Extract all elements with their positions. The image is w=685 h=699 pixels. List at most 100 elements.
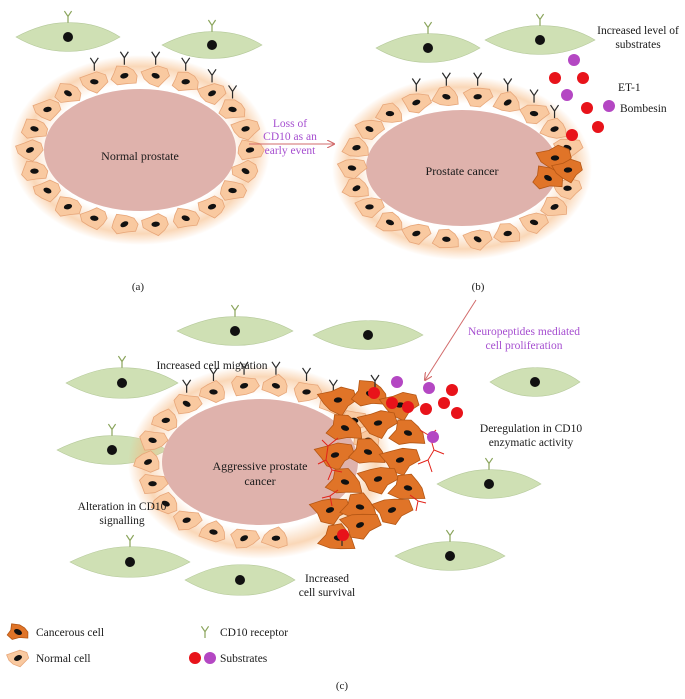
overlay-layer — [6, 54, 615, 668]
legend-substrates-label: Substrates — [220, 653, 268, 665]
cancerous-cell — [388, 419, 426, 445]
cancerous-cell — [324, 468, 363, 494]
cd10-receptor-icon — [63, 10, 73, 23]
normal-cell — [336, 158, 368, 180]
cd10-receptor-stem — [411, 78, 421, 92]
substrates-note-line-2: substrates — [615, 39, 661, 51]
cd10-receptor-stem — [181, 57, 191, 71]
cd10-receptor-icon — [445, 529, 455, 542]
nucleus — [14, 655, 22, 661]
cd10-receptor-stem — [89, 57, 99, 71]
nucleus — [151, 72, 160, 79]
blood-vessel — [321, 489, 339, 507]
nucleus — [208, 90, 216, 97]
cd10-receptor-stem — [535, 13, 545, 26]
caption-b: (b) — [472, 281, 485, 293]
nucleus — [90, 79, 99, 85]
cd10-receptor-icon — [182, 379, 192, 393]
migration-label: Increased cell migration — [156, 360, 267, 372]
cd10-receptor-stem — [239, 361, 249, 375]
legend-cancerous-cell-label: Cancerous cell — [36, 627, 104, 639]
nucleus — [550, 126, 559, 132]
stromal-nucleus — [63, 32, 73, 42]
cancerous-cell — [316, 386, 358, 417]
nucleus — [563, 185, 572, 191]
normal-cell — [354, 197, 385, 219]
normal-cell — [518, 212, 549, 234]
cd10-receptor-icon — [271, 361, 281, 375]
caption-c: (c) — [336, 680, 349, 692]
et1-substrate — [438, 397, 450, 409]
nucleus — [239, 382, 249, 389]
nucleus — [43, 187, 52, 194]
cd10-receptor-icon — [228, 85, 238, 99]
stromal-cell — [484, 13, 596, 55]
stromal-cell — [69, 534, 191, 578]
et1-substrate — [386, 397, 398, 409]
nucleus — [120, 72, 129, 79]
nucleus — [412, 99, 421, 106]
cd10-receptor-icon — [370, 374, 380, 388]
cancerous-cell — [338, 513, 382, 540]
et1-substrate — [549, 72, 561, 84]
normal-cell — [32, 179, 61, 203]
normal-cell — [237, 139, 265, 161]
normal-cell — [20, 118, 49, 139]
normal-cell — [540, 196, 568, 217]
et1-substrate — [581, 102, 593, 114]
proliferation-arrow — [425, 299, 477, 380]
et1-substrate — [577, 72, 589, 84]
normal-cell — [151, 408, 178, 432]
normal-cell — [519, 104, 550, 125]
cd10-receptor-icon — [529, 89, 539, 103]
cancerous-cell — [356, 410, 398, 439]
normal-cell — [431, 85, 459, 107]
cd10-receptor-icon — [125, 534, 135, 547]
blood-vessel — [317, 437, 343, 481]
cd10-receptor-stem — [117, 355, 127, 368]
nucleus — [473, 236, 482, 243]
normal-cell — [231, 375, 260, 397]
cancerous-cell — [387, 473, 426, 500]
cancerous-cell — [356, 467, 399, 495]
cd10-receptor-stem — [125, 534, 135, 547]
stromal-nucleus — [445, 551, 455, 561]
normal-cell — [198, 520, 226, 543]
et1-substrate — [446, 384, 458, 396]
nucleus — [182, 517, 191, 523]
nucleus — [148, 437, 157, 444]
cd10-receptor-stem — [228, 85, 238, 99]
cd10-receptor-stem — [423, 21, 433, 34]
normal-cell — [341, 136, 369, 157]
nucleus — [412, 230, 421, 237]
nucleus — [144, 459, 152, 465]
cd10-receptor-stem — [271, 361, 281, 375]
legend-bombesin-dot — [204, 652, 216, 664]
cd10-receptor-icon — [107, 423, 117, 436]
nucleus — [340, 479, 350, 485]
normal-cell — [431, 228, 459, 249]
gland-lumen — [162, 399, 358, 525]
aggressive-cancer-line-1: Aggressive prostate — [213, 459, 308, 473]
cd10-receptor-stem — [473, 72, 483, 86]
nucleus — [241, 168, 250, 175]
nucleus — [148, 481, 157, 487]
nucleus — [385, 219, 395, 226]
nucleus — [503, 99, 512, 106]
normal-cell — [150, 491, 178, 515]
cd10-receptor-stem — [503, 78, 513, 92]
nucleus — [503, 230, 512, 237]
normal-cell — [173, 393, 203, 415]
nucleus — [30, 168, 39, 174]
nucleus — [529, 219, 539, 226]
stroma-cells-layer — [15, 10, 596, 596]
survival-line-2: cell survival — [299, 587, 356, 599]
normal-cell — [141, 213, 169, 237]
stromal-cell — [489, 367, 581, 397]
blood-vessel — [409, 494, 427, 512]
nucleus — [387, 507, 397, 513]
nucleus — [207, 203, 217, 210]
cd10-receptor-stem — [550, 104, 560, 119]
normal-cell — [539, 117, 567, 139]
cd10-receptor-icon — [207, 68, 217, 83]
